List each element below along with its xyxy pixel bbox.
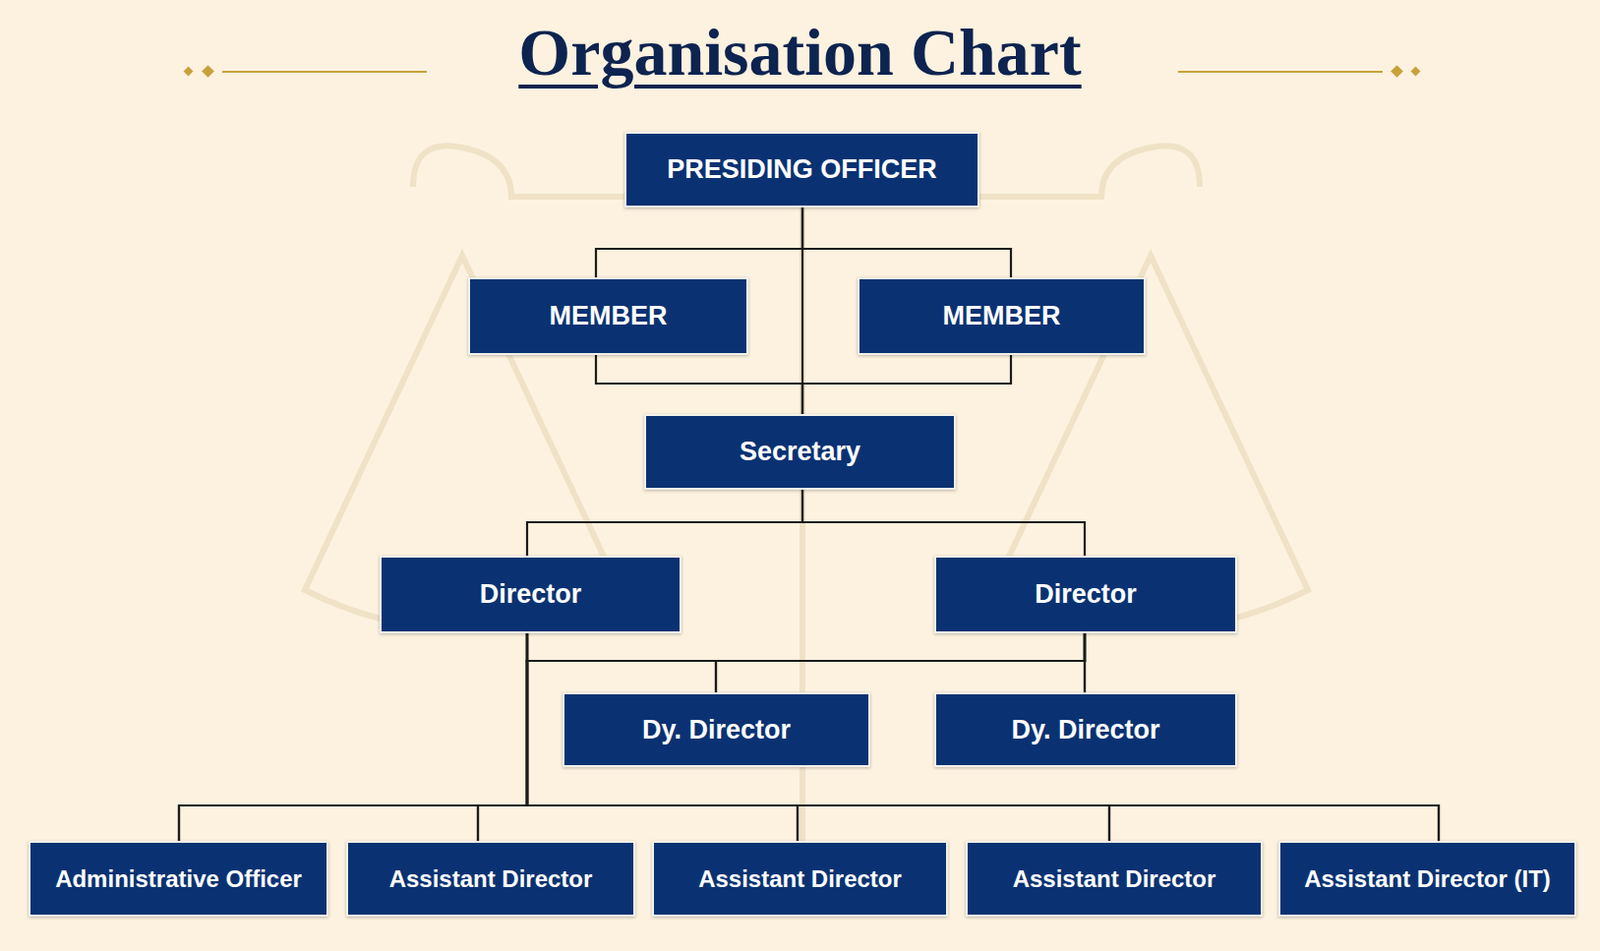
position-label: Dy. Director (642, 714, 791, 746)
position-label: Dy. Director (1010, 714, 1160, 746)
scales-watermark (304, 145, 1308, 905)
org-connector (527, 633, 1085, 693)
org-connector (527, 633, 1439, 841)
org-connector (595, 207, 803, 278)
position-box: Dy. Director (562, 692, 871, 768)
position-label: Secretary (739, 436, 861, 468)
org-connector (477, 633, 528, 841)
position-box: Director (934, 555, 1238, 634)
position-label: PRESIDING OFFICER (666, 154, 938, 185)
position-label: Director (479, 579, 583, 610)
org-connector (527, 633, 1439, 841)
chart-title: Organisation Chart (0, 13, 1600, 92)
position-box: MEMBER (468, 277, 749, 356)
org-connector (527, 489, 803, 556)
position-box: Administrative Officer (28, 840, 329, 917)
position-box: Assistant Director (IT) (1278, 840, 1577, 917)
org-connector (527, 633, 716, 693)
position-label: MEMBER (943, 300, 1062, 332)
org-connector (715, 633, 1085, 693)
org-connector (802, 489, 1085, 556)
position-box: Secretary (644, 414, 956, 490)
position-label: Assistant Director (1012, 865, 1217, 893)
position-label: Assistant Director (389, 865, 593, 893)
position-box: PRESIDING OFFICER (624, 131, 980, 208)
position-box: Assistant Director (651, 840, 949, 917)
position-label: Assistant Director (IT) (1303, 865, 1551, 893)
position-box: Assistant Director (346, 840, 636, 917)
org-connector (802, 355, 1011, 415)
org-connector (595, 355, 803, 415)
position-box: Assistant Director (965, 840, 1263, 917)
position-label: Administrative Officer (55, 865, 302, 893)
org-connector (802, 207, 1011, 278)
position-label: MEMBER (549, 300, 668, 332)
position-box: MEMBER (857, 277, 1146, 356)
position-label: Assistant Director (698, 865, 902, 893)
org-connector (178, 633, 528, 841)
position-box: Dy. Director (934, 692, 1238, 768)
position-box: Director (379, 555, 682, 634)
position-label: Director (1034, 579, 1137, 610)
title-text: Organisation Chart (518, 14, 1081, 90)
